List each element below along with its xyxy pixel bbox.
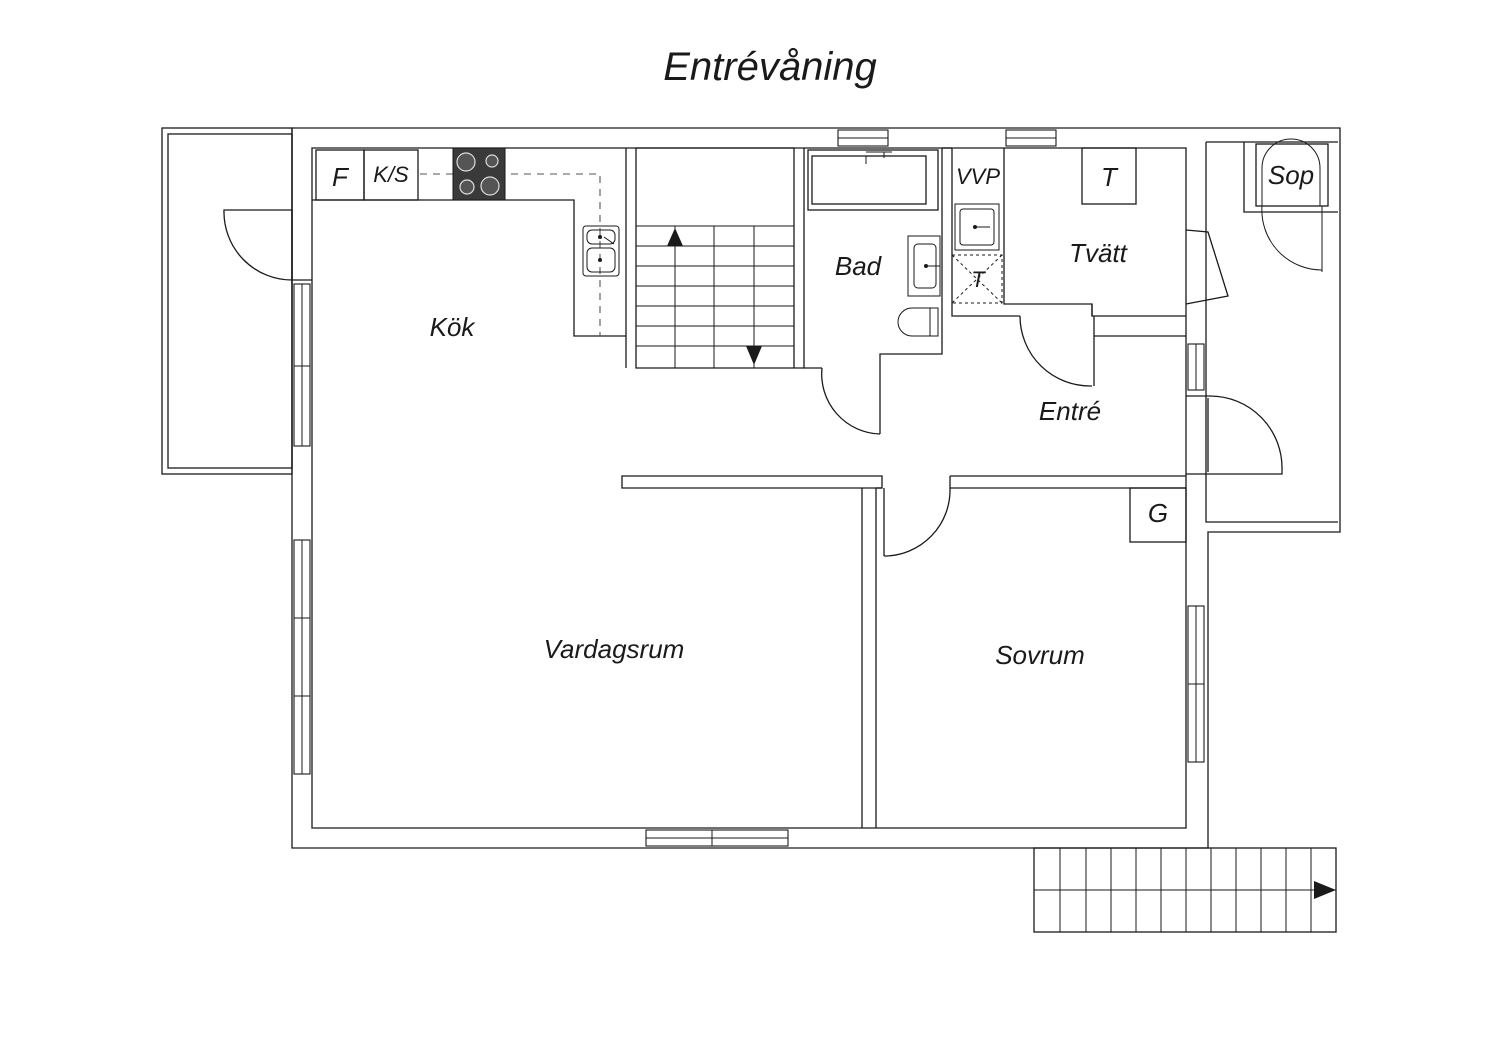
bathroom xyxy=(803,147,952,435)
fridge-freezer-box xyxy=(363,149,419,201)
wardrobe-label: G xyxy=(1148,498,1168,528)
wardrobe-box xyxy=(1129,487,1187,543)
plan-title: Entrévåning xyxy=(663,45,876,89)
room-label-entrance: Entré xyxy=(1039,396,1101,426)
room-label-laundry: Tvätt xyxy=(1069,238,1129,268)
outdoor-steps xyxy=(1033,847,1337,933)
stair-up-arrow-icon xyxy=(667,228,683,246)
entrance-door xyxy=(1186,395,1283,475)
waste-enclosure: Sop xyxy=(1255,138,1329,272)
room-label-kitchen: Kök xyxy=(430,312,477,342)
dryer-label: T xyxy=(1101,162,1119,192)
stair-down-arrow-icon xyxy=(746,346,762,365)
hob-icon xyxy=(452,147,506,201)
fridge-label: F xyxy=(332,162,350,192)
room-label-bath: Bad xyxy=(835,251,883,281)
kitchen-sink-icon xyxy=(582,225,620,277)
room-label-bedroom: Sovrum xyxy=(995,640,1085,670)
dryer-box xyxy=(1081,147,1137,205)
staircase xyxy=(635,147,804,369)
balcony-inner xyxy=(167,133,293,469)
heat-pump-label: VVP xyxy=(956,164,1000,189)
steps-arrow-icon xyxy=(1314,881,1336,899)
interior-walls: G xyxy=(621,475,1187,828)
waste-label: Sop xyxy=(1268,160,1314,190)
side-porch xyxy=(1205,141,1338,523)
fridge-freezer-label: K/S xyxy=(373,162,409,187)
windows xyxy=(293,129,1205,847)
kitchen-counter: F K/S xyxy=(312,147,627,368)
room-label-living: Vardagsrum xyxy=(544,634,685,664)
balcony-door xyxy=(223,209,312,281)
outer-walls xyxy=(291,127,1341,849)
laundry: T T VVP xyxy=(951,147,1229,387)
bath-dryer-label: T xyxy=(971,267,986,292)
balcony-outline xyxy=(161,127,293,475)
